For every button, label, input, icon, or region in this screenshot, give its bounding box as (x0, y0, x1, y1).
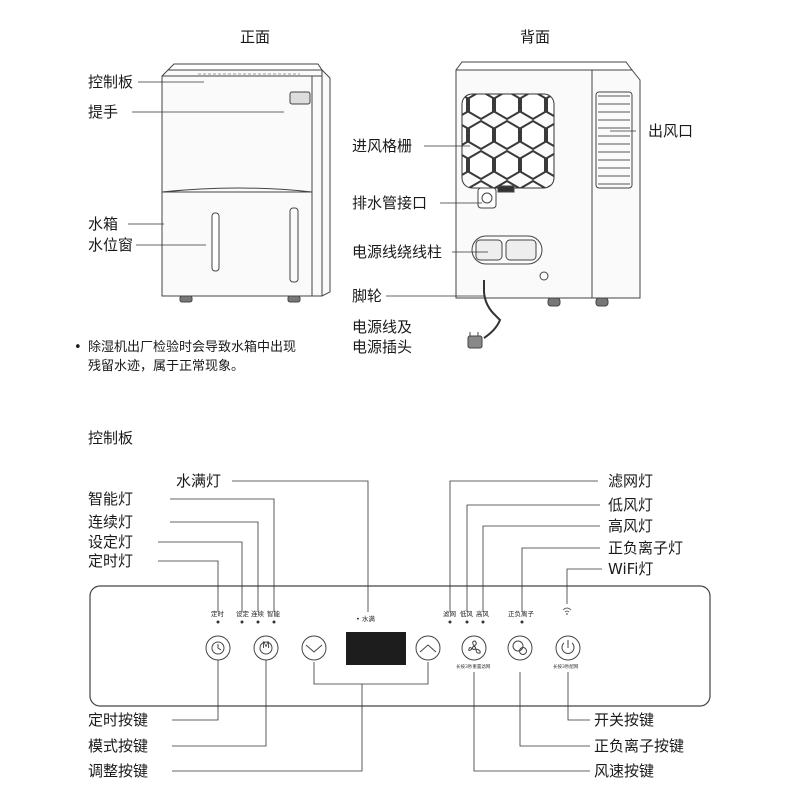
front-view-title: 正面 (240, 28, 271, 46)
control-panel (89, 585, 711, 707)
back-leaders (386, 130, 636, 297)
back-unit (455, 61, 641, 349)
label-water-window: 水位窗 (88, 236, 134, 254)
panel-print-ion: 正负离子 (508, 610, 534, 618)
label-cord-line1: 电源线及 (352, 318, 413, 336)
callout-ion-light: 正负离子灯 (608, 539, 684, 557)
label-intake-grille: 进风格栅 (352, 137, 413, 155)
label-control-panel: 控制板 (88, 73, 134, 91)
led-display (346, 632, 406, 665)
label-handle: 提手 (88, 103, 119, 121)
mode-m-icon: M (262, 641, 270, 651)
callout-set-light: 设定灯 (88, 533, 134, 551)
callout-power-button: 开关按键 (594, 711, 655, 729)
chevron-down-icon (302, 636, 326, 660)
label-drain-port: 排水管接口 (352, 194, 428, 212)
panel-top-leaders (158, 480, 602, 612)
callout-high-fan-light: 高风灯 (608, 517, 654, 535)
callout-ion-button: 正负离子按键 (594, 737, 685, 755)
callout-filter-light: 滤网灯 (608, 472, 654, 490)
wifi-icon (560, 604, 574, 616)
label-wheels: 脚轮 (352, 287, 383, 305)
callout-timer-light: 定时灯 (88, 552, 134, 570)
label-air-outlet: 出风口 (648, 122, 694, 140)
panel-print-high: 高风 (476, 610, 489, 618)
panel-print-water-full: • 水满 (356, 615, 375, 623)
callout-timer-button: 定时按键 (88, 711, 149, 729)
panel-print-filter: 滤网 (443, 610, 456, 618)
panel-print-low: 低风 (460, 610, 473, 618)
callout-water-full-light: 水满灯 (176, 472, 222, 490)
note-text: 除湿机出厂检验时会导致水箱中出现残留水迹，属于正常现象。 (88, 340, 297, 374)
panel-print-timer: 定时 (211, 610, 224, 618)
panel-print-continuous: 连续 (251, 610, 264, 618)
callout-wifi-light: WiFi灯 (608, 560, 654, 578)
callout-adjust-button: 调整按键 (88, 762, 149, 780)
panel-print-smart: 智能 (267, 610, 280, 618)
panel-print-power-hint: 长按3秒配网 (553, 665, 579, 670)
power-icon (556, 636, 580, 660)
ion-icon (508, 636, 532, 660)
front-unit (161, 63, 331, 303)
callout-continuous-light: 连续灯 (88, 513, 134, 531)
panel-print-set: 设定 (236, 610, 249, 618)
panel-print-fan-hint: 长按3秒重置滤网 (456, 665, 491, 670)
fan-icon (462, 636, 486, 660)
label-cord-line2: 电源插头 (352, 338, 413, 356)
callout-mode-button: 模式按键 (88, 737, 149, 755)
factory-note: • 除湿机出厂检验时会导致水箱中出现残留水迹，属于正常现象。 (74, 338, 298, 376)
label-water-tank: 水箱 (88, 215, 119, 233)
front-leaders (128, 81, 284, 246)
callout-smart-light: 智能灯 (88, 490, 134, 508)
callout-low-fan-light: 低风灯 (608, 496, 654, 514)
panel-bottom-leaders (172, 660, 590, 772)
callout-fan-button: 风速按键 (594, 762, 655, 780)
note-bullet: • (74, 340, 82, 355)
panel-section-title: 控制板 (88, 429, 134, 447)
clock-icon (206, 636, 230, 660)
chevron-up-icon (416, 636, 440, 660)
back-view-title: 背面 (520, 28, 551, 46)
label-cord-wrap: 电源线绕线柱 (352, 243, 443, 261)
